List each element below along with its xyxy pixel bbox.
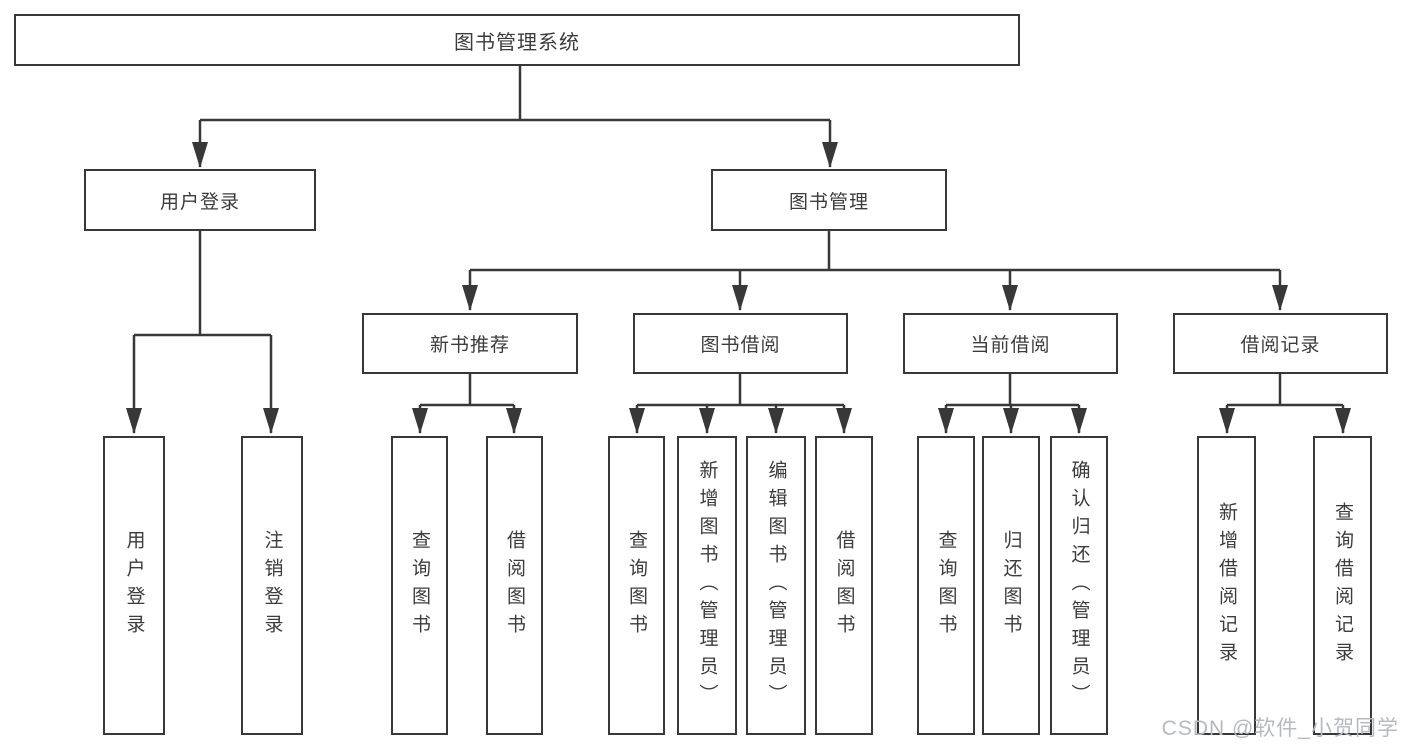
node-new-book-recommend-label: 新书推荐 [429,335,510,356]
leaf-confirm-return-admin: 确认归还（管理员） [1050,436,1108,735]
leaf-edit-books-admin: 编辑图书（管理员） [746,436,806,735]
node-new-book-recommend: 新书推荐 [362,313,578,374]
node-current-borrow-label: 当前借阅 [970,335,1051,356]
node-borrow-records: 借阅记录 [1173,313,1388,374]
leaf-return-books: 归还图书 [982,436,1040,735]
node-user-login-label: 用户登录 [159,191,240,213]
leaf-logout-label: 注销登录 [261,529,283,642]
leaf-borrow-books-recommend-label: 借阅图书 [504,529,525,642]
watermark: CSDN @软件_小贺同学 [1161,717,1399,740]
leaf-query-books-current: 查询图书 [917,436,975,735]
leaf-query-books-recommend-label: 查询图书 [409,529,430,642]
leaf-borrow-books-recommend: 借阅图书 [486,436,543,735]
node-borrow-records-label: 借阅记录 [1240,335,1321,356]
leaf-confirm-return-admin-label: 确认归还（管理员） [1068,459,1090,712]
leaf-user-login-label: 用户登录 [123,529,145,642]
leaf-query-borrow-record-label: 查询借阅记录 [1332,501,1353,670]
leaf-query-books-recommend: 查询图书 [391,436,448,735]
leaf-query-books-current-label: 查询图书 [935,529,957,642]
leaf-add-books-admin-label: 新增图书（管理员） [696,459,718,712]
leaf-query-borrow-record: 查询借阅记录 [1313,436,1372,735]
leaf-return-books-label: 归还图书 [1000,529,1022,642]
node-root: 图书管理系统 [14,14,1020,66]
node-book-management-label: 图书管理 [788,191,869,213]
leaf-add-borrow-record-label: 新增借阅记录 [1216,501,1237,670]
leaf-query-books-borrow: 查询图书 [608,436,665,735]
leaf-edit-books-admin-label: 编辑图书（管理员） [765,459,787,712]
node-current-borrow: 当前借阅 [903,313,1118,374]
leaf-logout: 注销登录 [241,436,303,735]
node-book-borrow-label: 图书借阅 [700,335,781,356]
node-user-login: 用户登录 [84,169,316,231]
node-book-management: 图书管理 [711,169,947,231]
leaf-add-borrow-record: 新增借阅记录 [1197,436,1256,735]
leaf-borrow-books: 借阅图书 [815,436,873,735]
leaf-user-login: 用户登录 [103,436,165,735]
node-root-label: 图书管理系统 [454,31,580,54]
leaf-query-books-borrow-label: 查询图书 [626,529,647,642]
leaf-borrow-books-label: 借阅图书 [833,529,855,642]
leaf-add-books-admin: 新增图书（管理员） [677,436,737,735]
node-book-borrow: 图书借阅 [633,313,848,374]
